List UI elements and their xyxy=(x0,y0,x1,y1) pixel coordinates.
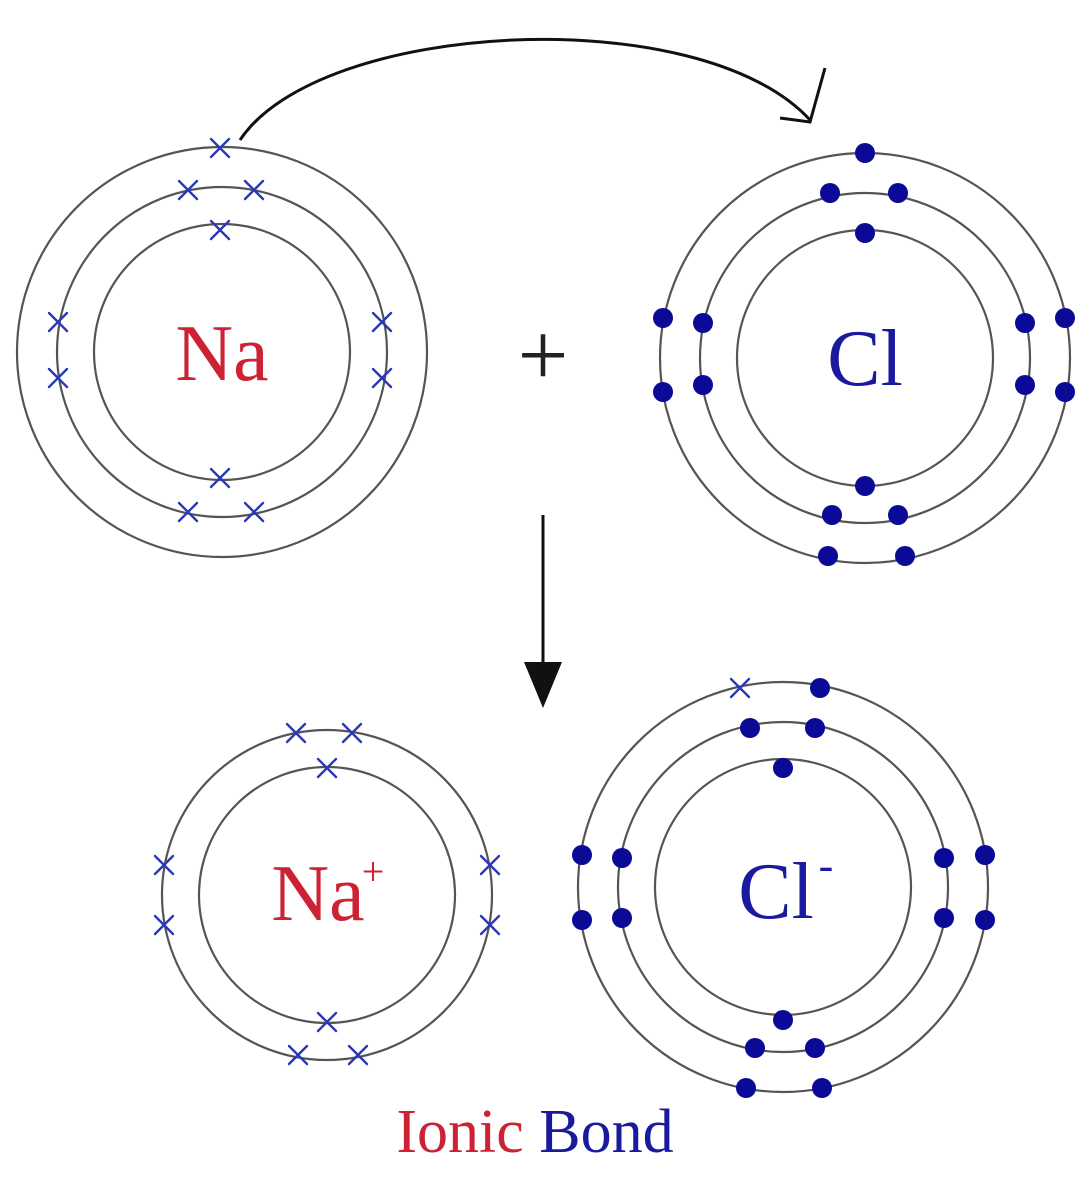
caption: Ionic Bond xyxy=(396,1098,673,1166)
sodium-label: Na xyxy=(175,310,268,398)
electron-dot xyxy=(818,546,838,566)
chloride-ion-shell-2 xyxy=(616,720,950,1054)
electron-transfer-arrowhead xyxy=(779,67,827,124)
chloride-ion-charge: - xyxy=(819,841,834,890)
electron-dot xyxy=(572,845,592,865)
electron-dot xyxy=(855,223,875,243)
electron-cross xyxy=(177,179,199,201)
chloride-ion-label: Cl xyxy=(738,848,814,936)
chloride-ion-shell-3 xyxy=(576,680,990,1094)
electron-dot xyxy=(975,910,995,930)
caption-ionic: Ionic xyxy=(396,1098,523,1166)
electron-dot xyxy=(934,908,954,928)
electron-cross xyxy=(153,914,175,936)
electron-dot xyxy=(693,313,713,333)
electron-transfer-arrow xyxy=(238,37,812,141)
chlorine-electrons xyxy=(653,143,1075,566)
electron-dot xyxy=(855,476,875,496)
electron-dot xyxy=(736,1078,756,1098)
electron-dot xyxy=(805,1038,825,1058)
sodium-ion: Na + xyxy=(153,722,501,1066)
electron-dot xyxy=(975,845,995,865)
electron-cross xyxy=(341,722,363,744)
electron-dot xyxy=(855,143,875,163)
electron-cross xyxy=(479,914,501,936)
sodium-ion-shell-2 xyxy=(160,728,494,1062)
electron-cross xyxy=(316,757,338,779)
electron-cross xyxy=(287,1044,309,1066)
electron-dot xyxy=(773,1010,793,1030)
electron-cross xyxy=(371,311,393,333)
electron-dot xyxy=(1015,375,1035,395)
plus-sign: + xyxy=(518,306,569,405)
electron-dot xyxy=(653,382,673,402)
electron-dot xyxy=(1015,313,1035,333)
electron-dot xyxy=(822,505,842,525)
chlorine-atom: Cl xyxy=(653,143,1075,566)
electron-cross xyxy=(209,467,231,489)
electron-dot xyxy=(888,505,908,525)
electron-cross xyxy=(729,677,751,699)
electron-cross xyxy=(243,179,265,201)
electron-cross xyxy=(371,367,393,389)
electron-cross xyxy=(209,219,231,241)
electron-cross xyxy=(316,1011,338,1033)
chloride-ion-electrons xyxy=(572,677,995,1098)
electron-dot xyxy=(1055,308,1075,328)
electron-dot xyxy=(740,718,760,738)
sodium-ion-electrons xyxy=(153,722,501,1066)
caption-bond: Bond xyxy=(539,1098,673,1166)
electron-dot xyxy=(820,183,840,203)
electron-cross xyxy=(153,854,175,876)
sodium-atom: Na xyxy=(15,137,429,559)
electron-cross xyxy=(243,501,265,523)
electron-dot xyxy=(612,908,632,928)
electron-dot xyxy=(895,546,915,566)
electron-dot xyxy=(612,848,632,868)
chlorine-shell-2 xyxy=(698,191,1032,525)
electron-dot xyxy=(888,183,908,203)
electron-dot xyxy=(693,375,713,395)
electron-cross xyxy=(347,1044,369,1066)
electron-cross xyxy=(47,311,69,333)
electron-cross xyxy=(177,501,199,523)
electron-cross xyxy=(285,722,307,744)
reaction-arrowhead xyxy=(524,662,562,708)
electron-cross xyxy=(47,367,69,389)
electron-dot xyxy=(773,758,793,778)
electron-cross xyxy=(479,854,501,876)
electron-dot xyxy=(653,308,673,328)
electron-dot xyxy=(812,1078,832,1098)
electron-dot xyxy=(1055,382,1075,402)
sodium-ion-charge: + xyxy=(362,849,385,894)
electron-dot xyxy=(572,910,592,930)
electron-cross xyxy=(209,137,231,159)
electron-dot xyxy=(934,848,954,868)
chloride-ion: Cl - xyxy=(572,677,995,1098)
electron-dot xyxy=(810,678,830,698)
sodium-ion-label: Na xyxy=(271,850,364,938)
electron-dot xyxy=(805,718,825,738)
sodium-shell-2 xyxy=(55,185,389,519)
electron-dot xyxy=(745,1038,765,1058)
chlorine-label: Cl xyxy=(827,315,903,403)
sodium-electrons xyxy=(47,137,393,523)
